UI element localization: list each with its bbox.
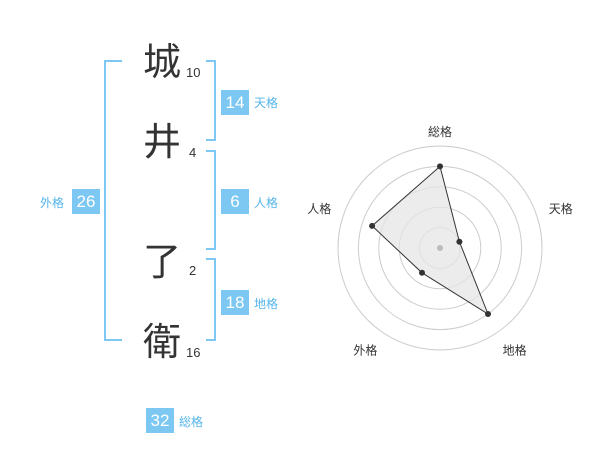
stroke-count-1: 10 [186, 65, 201, 80]
jinkaku-value: 6 [221, 189, 249, 214]
tenkaku-value: 14 [221, 90, 249, 115]
tenkaku-label: 天格 [254, 96, 279, 110]
stroke-count-2: 4 [189, 145, 197, 160]
name-char-2: 井 [142, 120, 181, 164]
jinkaku-label: 人格 [254, 196, 279, 210]
radar-axis-label-5: 人格 [307, 201, 331, 216]
name-char-4: 衛 [142, 320, 181, 364]
radar-axis-label-3: 地格 [503, 343, 527, 358]
gaikaku-label: 外格 [40, 196, 65, 210]
radar-point-2 [456, 238, 463, 245]
jinkaku-bracket [206, 150, 216, 250]
tenkaku-bracket [206, 60, 216, 141]
radar-point-1 [437, 163, 443, 170]
name-char-1: 城 [142, 40, 181, 84]
radar-axis-label-1: 総格 [428, 124, 452, 139]
radar-axis-label-4: 外格 [353, 343, 377, 358]
chikaku-bracket [206, 258, 216, 341]
radar-axis-label-2: 天格 [549, 201, 573, 216]
stroke-count-3: 2 [189, 263, 197, 278]
gaikaku-bracket [104, 60, 122, 341]
chikaku-label: 地格 [254, 297, 279, 311]
stroke-count-4: 16 [186, 345, 201, 360]
soukaku-value: 32 [146, 408, 174, 433]
radar-point-4 [419, 269, 425, 276]
chikaku-value: 18 [221, 290, 249, 315]
name-char-3: 了 [142, 240, 181, 284]
soukaku-label: 総格 [179, 415, 204, 429]
radar-data-polygon [371, 165, 490, 316]
gaikaku-value: 26 [72, 189, 100, 214]
radar-point-3 [485, 311, 491, 317]
radar-grid-ring-5 [337, 145, 543, 351]
radar-point-5 [369, 222, 376, 229]
radar-center-dot [437, 245, 443, 251]
